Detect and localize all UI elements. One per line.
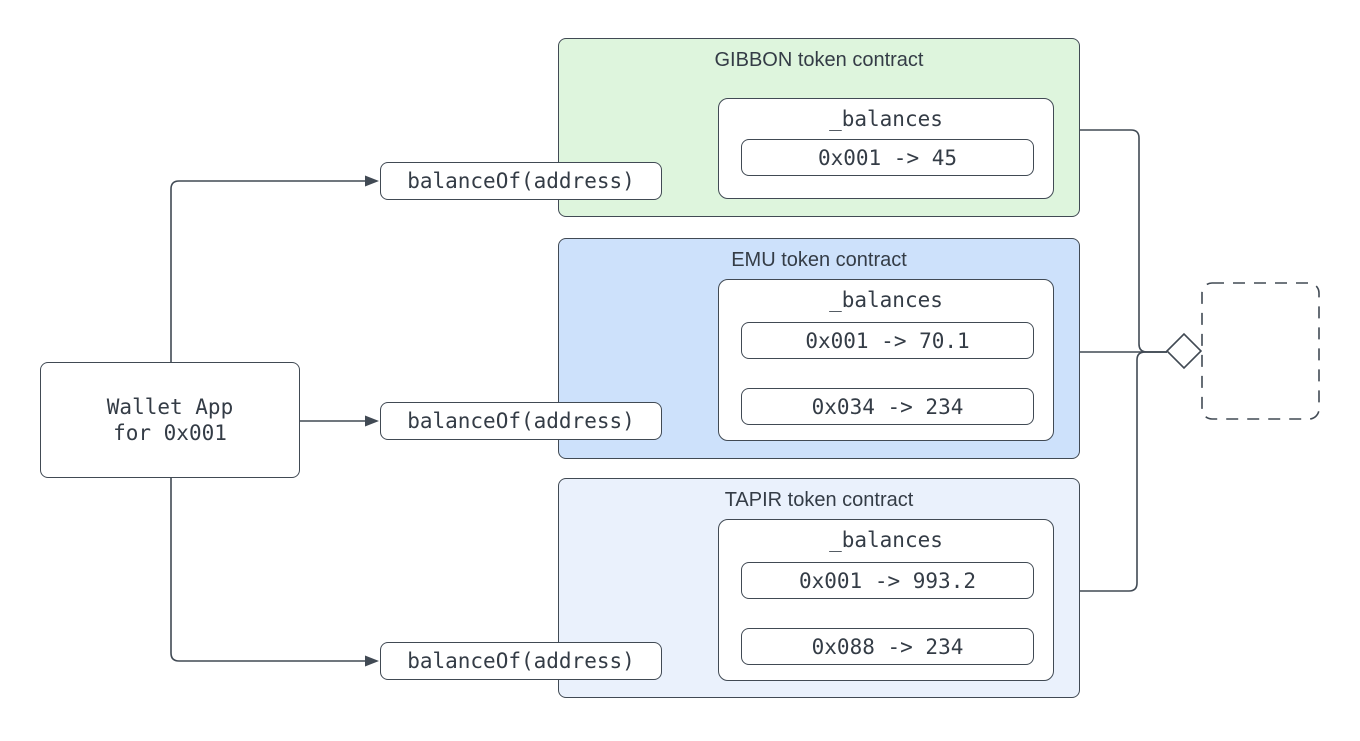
balanceof-call-gibbon: balanceOf(address) <box>380 162 662 200</box>
balanceof-label: balanceOf(address) <box>407 409 635 433</box>
tapir-to-erc20-edge <box>1080 351 1167 592</box>
emu-contract-title: EMU token contract <box>731 249 907 271</box>
arrowhead-gibbon-call <box>365 175 379 187</box>
balanceof-label: balanceOf(address) <box>407 649 635 673</box>
tapir-balance-entry: 0x088 -> 234 <box>741 628 1034 665</box>
balances-map-label: _balances <box>829 288 943 312</box>
wallet-app-node: Wallet App for 0x001 <box>40 362 300 478</box>
wallet-label-line1: Wallet App <box>106 395 234 419</box>
balanceof-call-emu: balanceOf(address) <box>380 402 662 440</box>
arrowhead-tapir-call <box>365 655 379 667</box>
erc20-label: ERC-20 <box>1222 339 1299 363</box>
balanceof-call-tapir: balanceOf(address) <box>380 642 662 680</box>
tapir-balance-entry: 0x001 -> 993.2 <box>741 562 1034 599</box>
arrowhead-emu-call <box>365 415 379 427</box>
gibbon-contract-title: GIBBON token contract <box>714 49 924 71</box>
emu-balance-entry: 0x034 -> 234 <box>741 388 1034 425</box>
wallet-to-gibbon-call-edge <box>170 180 366 362</box>
emu-balances-map: _balances 0x001 -> 70.1 0x034 -> 234 <box>718 279 1054 441</box>
gibbon-to-erc20-edge <box>1080 129 1167 353</box>
tapir-contract-title: TAPIR token contract <box>724 489 914 511</box>
erc20-interface-node: ERC-20 <box>1202 283 1319 419</box>
balanceof-label: balanceOf(address) <box>407 169 635 193</box>
gibbon-balances-map: _balances 0x001 -> 45 <box>718 98 1054 199</box>
tapir-balances-map: _balances 0x001 -> 993.2 0x088 -> 234 <box>718 519 1054 681</box>
wallet-to-tapir-call-edge <box>170 478 366 662</box>
wallet-label-line2: for 0x001 <box>113 421 227 445</box>
balances-map-label: _balances <box>829 107 943 131</box>
balances-map-label: _balances <box>829 528 943 552</box>
erc20-diamond-connector <box>1165 332 1203 370</box>
gibbon-balance-entry: 0x001 -> 45 <box>741 139 1034 176</box>
emu-balance-entry: 0x001 -> 70.1 <box>741 322 1034 359</box>
